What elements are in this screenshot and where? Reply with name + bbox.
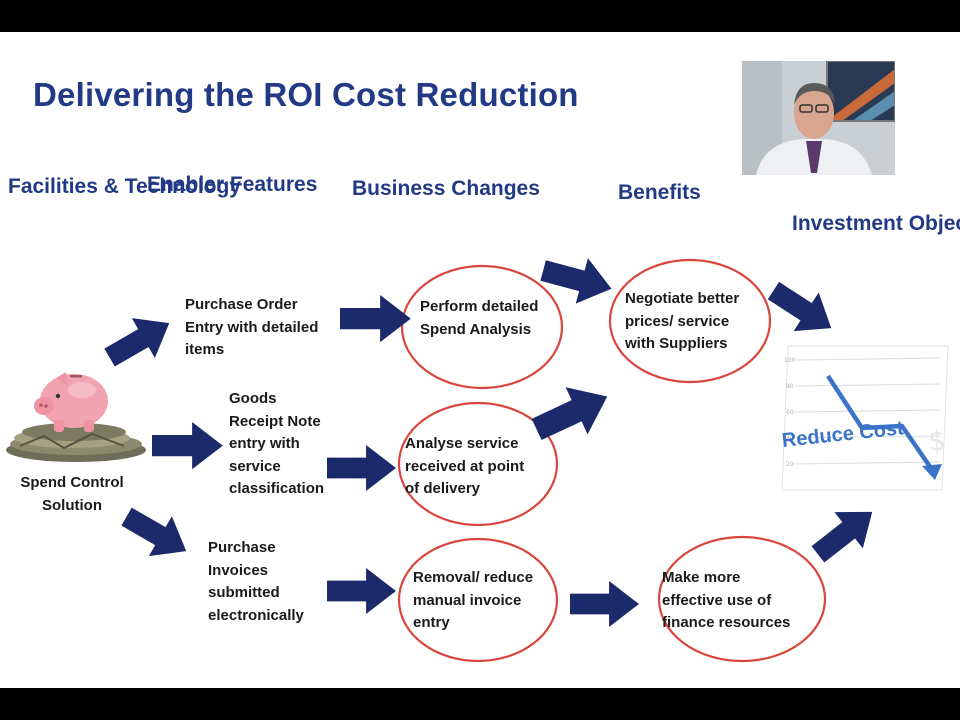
ellipse-spend-analysis — [400, 264, 564, 390]
node-analyse-service: Analyse service received at point of del… — [405, 435, 525, 497]
node-negotiate: Negotiate better prices/ service with Su… — [625, 290, 740, 352]
column-header-changes: Business Changes — [352, 177, 540, 200]
column-header-facilities: Facilities & Technology — [8, 175, 241, 198]
diagram-canvas — [98, 247, 887, 663]
arrow-right-icon — [803, 493, 887, 573]
node-spend-control: Spend Control Solution — [20, 474, 124, 514]
node-goods-receipt: Goods Receipt Note entry with service cl… — [229, 390, 325, 497]
arrow-right-icon — [536, 247, 618, 312]
node-finance-resources: Make more effective use of finance resou… — [662, 569, 791, 631]
piggy-bank-icon — [6, 372, 146, 462]
arrow-right-icon — [525, 372, 619, 454]
svg-text:40: 40 — [786, 435, 794, 442]
node-purchase-order: Purchase Order Entry with detailed items — [185, 296, 319, 358]
presenter-video — [742, 61, 895, 175]
node-removal-manual: Removal/ reduce manual invoice entry — [413, 569, 534, 631]
svg-text:100: 100 — [784, 357, 796, 364]
slide: Delivering the ROI Cost Reduction Facili… — [0, 32, 960, 688]
svg-text:$: $ — [928, 424, 946, 457]
node-spend-analysis: Perform detailed Spend Analysis — [420, 298, 539, 338]
arrow-right-icon — [760, 271, 844, 348]
arrow-right-icon — [340, 295, 411, 343]
arrow-right-icon — [327, 568, 396, 614]
node-purchase-invoices: Purchase Invoices submitted electronical… — [208, 539, 304, 624]
svg-text:80: 80 — [786, 383, 794, 390]
svg-text:60: 60 — [786, 409, 794, 416]
arrow-right-icon — [327, 445, 396, 491]
svg-text:20: 20 — [786, 461, 794, 468]
slide-title: Delivering the ROI Cost Reduction — [33, 76, 579, 113]
ellipse-negotiate — [608, 258, 772, 384]
ellipse-finance-resources — [657, 535, 827, 663]
column-header-objective: Investment Objective — [792, 212, 960, 235]
arrow-right-icon — [152, 422, 223, 470]
column-header-enablers: Enabler Features — [147, 173, 318, 196]
ellipse-removal-manual — [397, 537, 559, 663]
column-header-benefits: Benefits — [618, 181, 701, 204]
decline-chart-icon: 100 80 60 40 20 $ — [781, 345, 949, 491]
ellipse-analyse-service — [397, 401, 559, 527]
arrow-right-icon — [570, 581, 639, 627]
